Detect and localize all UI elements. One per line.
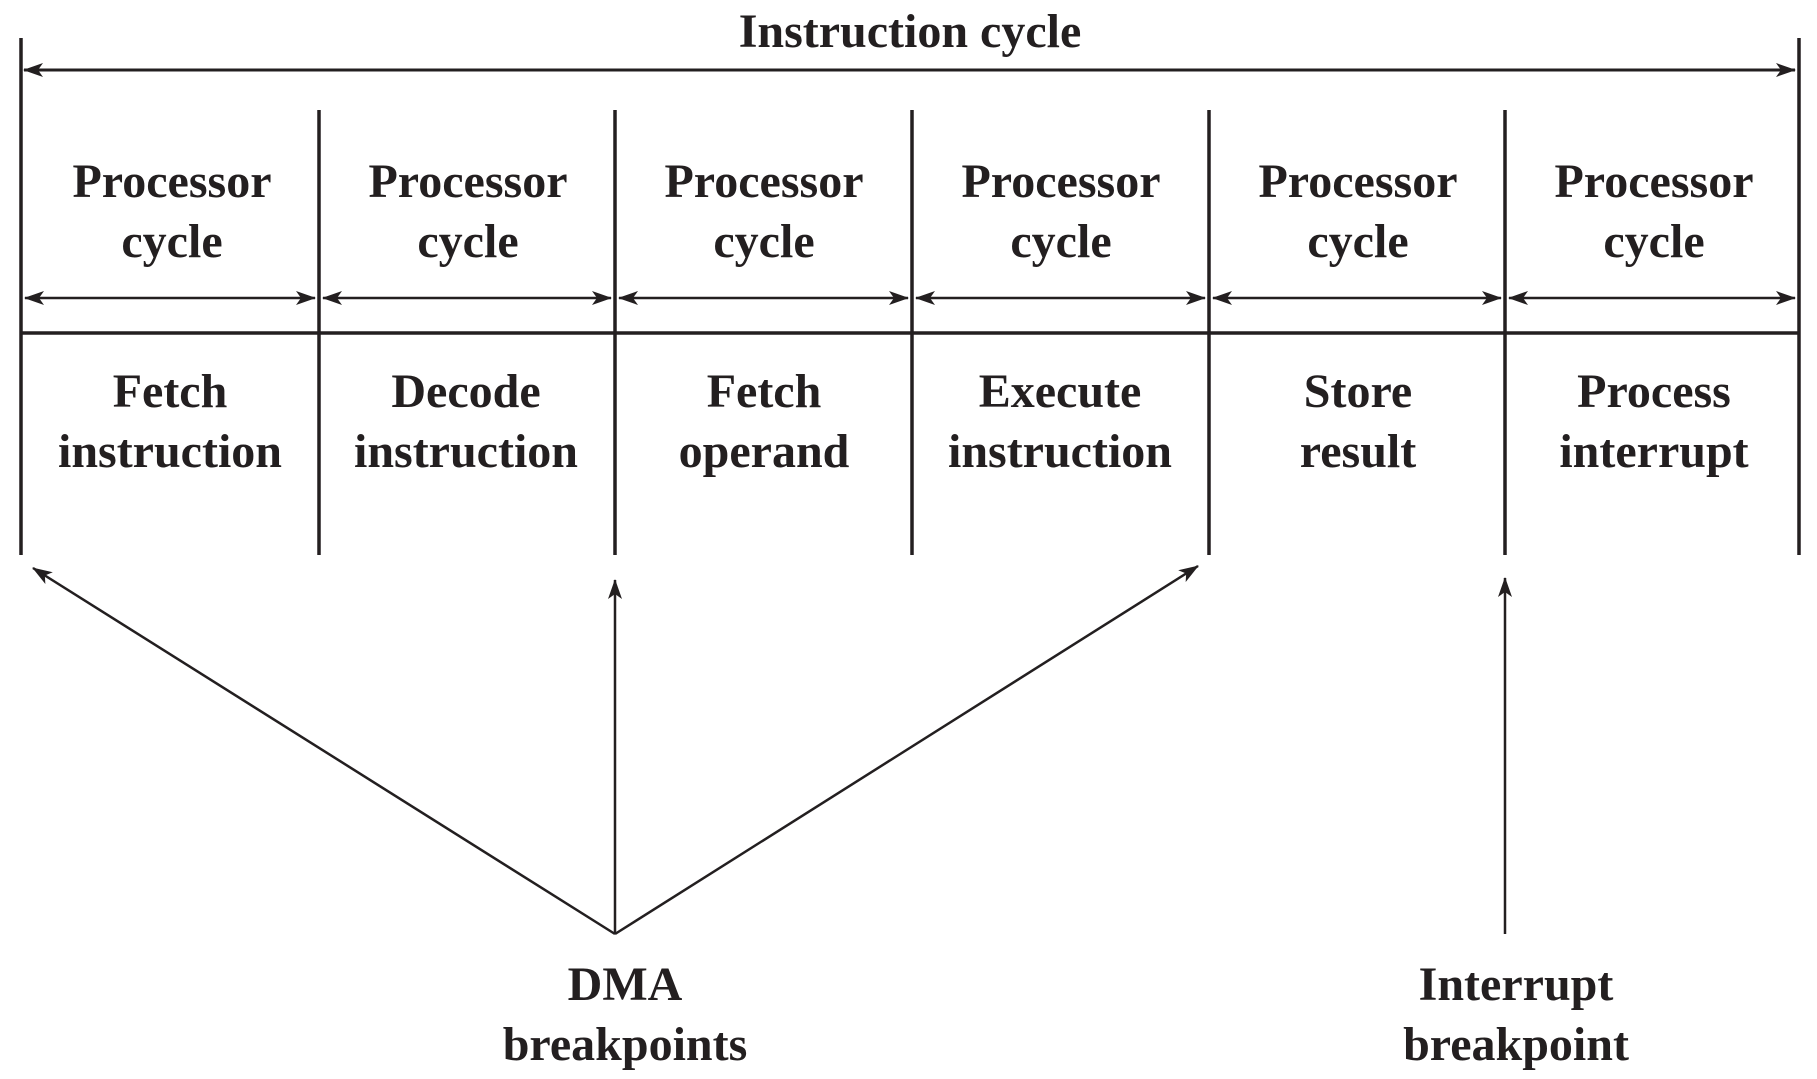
instruction-cycle-title: Instruction cycle — [738, 5, 1082, 58]
dma-breakpoint-arrow — [614, 564, 1199, 936]
dma-breakpoint-arrow — [32, 566, 616, 936]
